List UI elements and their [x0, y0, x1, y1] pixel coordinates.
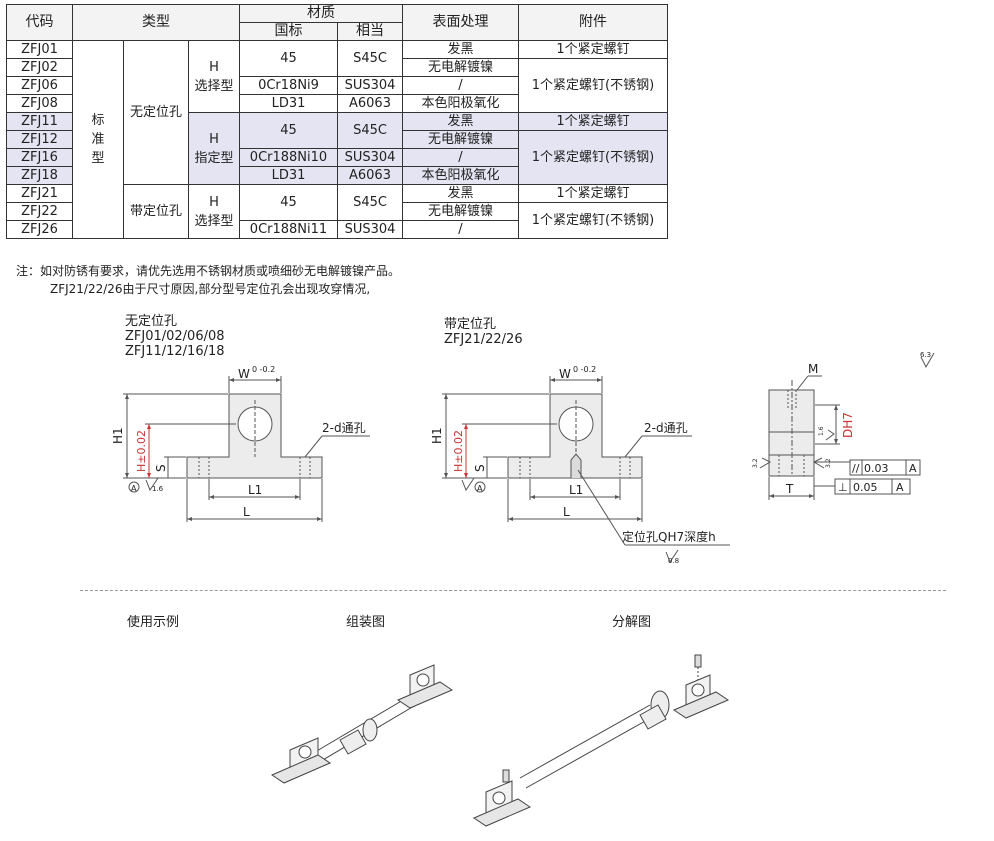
drawing-left-title: 无定位孔 ZFJ01/02/06/08 ZFJ11/12/16/18	[125, 314, 225, 359]
header-material: 材质	[239, 4, 403, 23]
perpendicular-symbol-icon: ⊥	[838, 481, 848, 494]
dim-m: M	[808, 362, 818, 376]
accessory-cell: 1个紧定螺钉	[518, 40, 668, 59]
parallel-value: 0.03	[864, 462, 889, 475]
dim-d: DH7	[841, 412, 855, 438]
perp-value: 0.05	[853, 481, 878, 494]
dim-t: T	[785, 482, 794, 496]
material-cell: 0Cr188Ni10	[239, 148, 338, 167]
drawing-right-sub1: ZFJ21/22/26	[444, 332, 523, 347]
dim-s-right: S	[473, 464, 487, 472]
dim-l-right: L	[563, 505, 570, 519]
hole-label-right: 2-d通孔	[644, 421, 688, 435]
material-cell: 45	[239, 112, 338, 149]
drawing-right-title-text: 带定位孔	[444, 317, 497, 332]
type-h-select: H 选择型	[188, 184, 240, 239]
rough-top: 6.3	[920, 351, 931, 359]
rough-side-right: 3.2	[825, 458, 832, 468]
code-cell: ZFJ06	[6, 76, 73, 95]
parallel-symbol-icon: //	[852, 462, 860, 475]
equiv-cell: S45C	[337, 184, 403, 221]
equiv-cell: S45C	[337, 112, 403, 149]
hole-label-left: 2-d通孔	[322, 421, 366, 435]
side-view	[759, 352, 935, 500]
code-cell: ZFJ01	[6, 40, 73, 59]
tol-w-right: 0 -0.2	[573, 365, 596, 374]
section-divider	[80, 590, 946, 591]
dim-l-left: L	[243, 505, 250, 519]
type-no-hole: 无定位孔	[123, 40, 189, 185]
equiv-cell: SUS304	[337, 148, 403, 167]
note-line-1: 注：如对防锈有要求，请优先选用不锈钢材质或喷细砂无电解镀镍产品。	[16, 264, 401, 278]
locate-hole-label: 定位孔QH7深度h	[622, 529, 716, 544]
surface-cell: 本色阳极氧化	[402, 166, 519, 185]
material-cell: LD31	[239, 166, 338, 185]
dim-w-right: W	[559, 367, 571, 381]
surface-cell: 本色阳极氧化	[402, 94, 519, 113]
spec-table: 代码 类型 材质 表面处理 附件 国标 相当 ZFJ01 标 准 型 无定位孔 …	[6, 4, 668, 239]
surface-cell: 无电解镀镍	[402, 130, 519, 149]
datum-a-right: A	[477, 484, 483, 493]
header-accessory: 附件	[518, 4, 668, 41]
code-cell: ZFJ08	[6, 94, 73, 113]
equiv-cell: SUS304	[337, 220, 403, 239]
section-assembly-label: 组装图	[346, 615, 386, 630]
type-h-fixed: H 指定型	[188, 112, 240, 185]
tol-w-left: 0 -0.2	[252, 365, 275, 374]
code-cell: ZFJ18	[6, 166, 73, 185]
drawing-left-sub1: ZFJ01/02/06/08	[125, 329, 225, 344]
dim-h1-right: H1	[430, 427, 444, 444]
surface-cell: /	[402, 220, 519, 239]
rough-side-left: 3.2	[752, 458, 759, 468]
dim-h-left: H±0.02	[135, 430, 148, 472]
accessory-cell: 1个紧定螺钉(不锈钢)	[518, 202, 668, 239]
section-example-label: 使用示例	[127, 615, 180, 630]
drawing-right-title: 带定位孔 ZFJ21/22/26	[444, 317, 523, 347]
header-code: 代码	[6, 4, 73, 41]
type-h-select: H 选择型	[188, 40, 240, 113]
material-cell: 45	[239, 40, 338, 77]
accessory-cell: 1个紧定螺钉	[518, 112, 668, 131]
code-cell: ZFJ26	[6, 220, 73, 239]
drawing-left-sub2: ZFJ11/12/16/18	[125, 344, 225, 359]
header-surface: 表面处理	[402, 4, 519, 41]
rough-left: 1.6	[152, 485, 164, 493]
parallel-datum: A	[909, 462, 917, 475]
left-front-view	[123, 376, 370, 522]
dim-w-left: W	[238, 367, 250, 381]
notes: 注：如对防锈有要求，请优先选用不锈钢材质或喷细砂无电解镀镍产品。 ZFJ21/2…	[16, 262, 400, 298]
equiv-cell: A6063	[337, 94, 403, 113]
datum-a-left: A	[131, 484, 137, 493]
equiv-cell: A6063	[337, 166, 403, 185]
drawing-left-title-text: 无定位孔	[125, 314, 178, 329]
dim-h1-left: H1	[111, 427, 125, 444]
rough-d: 1.6	[818, 426, 825, 436]
code-cell: ZFJ12	[6, 130, 73, 149]
accessory-cell: 1个紧定螺钉(不锈钢)	[518, 58, 668, 113]
dim-s-left: S	[154, 464, 168, 472]
rough-right: 0.8	[668, 557, 679, 565]
type-with-hole: 带定位孔	[123, 184, 189, 239]
material-cell: 0Cr188Ni11	[239, 220, 338, 239]
exploded-illustration	[472, 654, 730, 827]
assembly-illustration	[270, 664, 454, 784]
surface-cell: 发黑	[402, 40, 519, 59]
section-exploded-label: 分解图	[612, 615, 652, 630]
right-front-view	[442, 376, 730, 564]
dim-l1-left: L1	[248, 483, 262, 497]
header-material-equiv: 相当	[337, 22, 403, 41]
equiv-cell: SUS304	[337, 76, 403, 95]
surface-cell: 无电解镀镍	[402, 202, 519, 221]
dim-h-right: H±0.02	[452, 430, 465, 472]
accessory-cell: 1个紧定螺钉	[518, 184, 668, 203]
dim-l1-right: L1	[569, 483, 583, 497]
code-cell: ZFJ02	[6, 58, 73, 77]
note-line-2: ZFJ21/22/26由于尺寸原因,部分型号定位孔会出现攻穿情况,	[50, 282, 371, 296]
perp-datum: A	[896, 481, 904, 494]
